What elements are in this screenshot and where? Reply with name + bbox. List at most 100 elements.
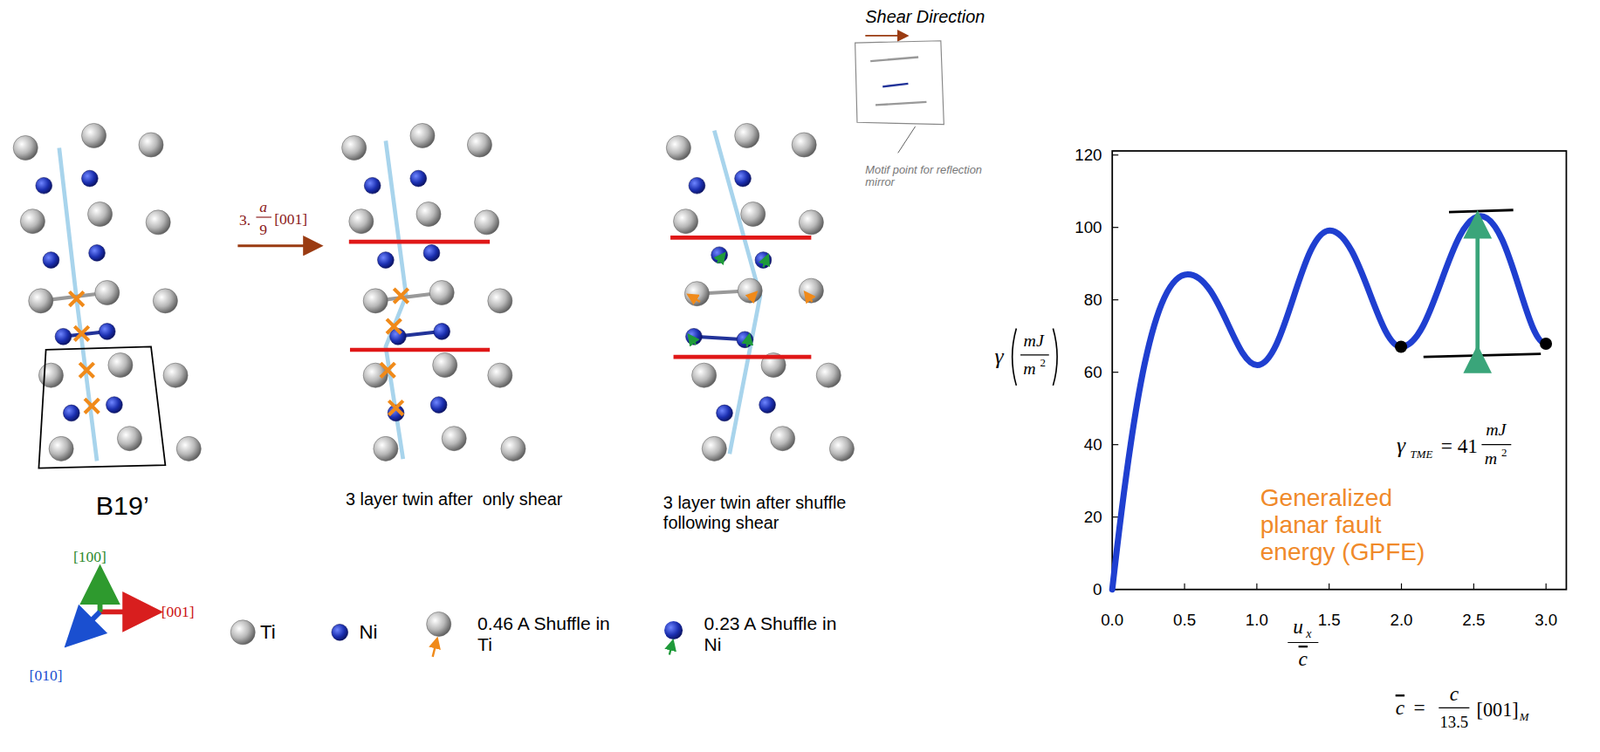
ti-atom (426, 611, 452, 637)
axis-direction: [100] (73, 548, 107, 566)
ti-atom (684, 281, 709, 307)
tick-label: 40 (1084, 435, 1103, 454)
ti-atom (410, 123, 435, 148)
annotation: TME (1410, 447, 1434, 461)
motif-cross (74, 326, 89, 341)
shuffle-arrow (762, 257, 768, 268)
ti-atom (108, 352, 133, 378)
ni-atom (664, 621, 683, 640)
ti-atom (82, 123, 107, 148)
ti-atom (349, 209, 374, 234)
equation: M (1519, 711, 1530, 724)
legend-text: Ti (260, 621, 276, 644)
legend-text: Ni (358, 621, 378, 644)
ti-atom (20, 209, 45, 234)
ti-atom (798, 210, 824, 235)
ti-atom (429, 280, 454, 305)
ti-atom (432, 352, 458, 378)
ni-atom (734, 170, 752, 187)
tick-label: 100 (1074, 218, 1102, 237)
ti-atom (487, 288, 513, 314)
equation: c (1449, 682, 1459, 706)
tick-label: 1.0 (1245, 611, 1269, 630)
y-tick (1112, 226, 1119, 228)
tick-label: 120 (1074, 145, 1102, 165)
annotation: 2 (1501, 446, 1507, 459)
shear-vector: 3. (239, 212, 251, 230)
ti-atom (673, 209, 699, 234)
motif-cross (68, 291, 83, 306)
tick-label: 20 (1084, 508, 1103, 527)
note: Motif point for reflection mirror (865, 163, 1009, 189)
ni-atom (736, 331, 754, 349)
x-tick (1183, 583, 1185, 591)
ti-atom (28, 288, 54, 314)
ti-atom (38, 363, 63, 388)
ni-atom (331, 624, 349, 641)
equation: c (1395, 696, 1405, 720)
x-tick (1328, 583, 1330, 591)
tick-label: 3.0 (1534, 611, 1558, 630)
ni-atom (377, 252, 395, 269)
y-tick (1112, 299, 1119, 301)
equation: 13.5 (1439, 713, 1469, 732)
ti-atom (741, 201, 766, 227)
shuffle-arrow (717, 254, 724, 263)
x-tick (1256, 583, 1257, 591)
axis-title: c (1298, 647, 1308, 671)
shear-vector: [001] (274, 211, 308, 229)
y-tick (1112, 444, 1119, 446)
ti-atom (13, 135, 38, 160)
axis-title: mJ (1023, 331, 1044, 351)
tick-label: 0 (1092, 580, 1102, 599)
motif-cross (393, 288, 408, 303)
motif-cross (388, 400, 403, 415)
tick-label: 2.0 (1390, 611, 1414, 630)
axis-title: γ (994, 344, 1003, 371)
ti-atom (441, 426, 467, 452)
ni-atom (54, 328, 72, 345)
ti-atom (791, 132, 817, 158)
legend-text: 0.23 A Shuffle in Ni (704, 614, 844, 656)
structure-name: B19’ (96, 492, 150, 522)
ti-atom (95, 280, 120, 305)
ni-atom (42, 252, 60, 269)
panel-caption: 3 layer twin after shuffle following she… (663, 494, 900, 533)
motif-cross (380, 363, 395, 378)
shuffle-arrow (748, 294, 756, 301)
ni-atom (82, 170, 99, 187)
tick-label: 0.0 (1100, 611, 1124, 630)
ti-atom (734, 123, 760, 148)
y-tick (1112, 371, 1119, 373)
tick-label: 0.5 (1173, 611, 1196, 630)
motif-cross (79, 363, 94, 378)
shuffle-arrow (747, 336, 749, 348)
ti-atom (816, 363, 841, 388)
ni-atom (433, 323, 451, 341)
axis-direction: [001] (161, 604, 195, 622)
ti-atom (145, 210, 171, 235)
ni-atom (430, 397, 447, 414)
ni-atom (688, 177, 706, 194)
annotation: γ (1396, 432, 1406, 459)
ti-atom (152, 288, 178, 314)
ni-atom (423, 245, 440, 262)
tick-label: 1.5 (1318, 611, 1341, 630)
legend-text: 0.46 A Shuffle in Ti (477, 614, 617, 656)
shear-vector: a (259, 198, 268, 216)
tick-label: 2.5 (1462, 611, 1485, 630)
ti-atom (363, 288, 388, 314)
ti-atom (466, 132, 492, 158)
ni-atom (363, 177, 381, 194)
shuffle-arrow (689, 295, 701, 303)
ti-atom (342, 135, 367, 160)
ti-atom (230, 620, 255, 646)
ni-atom (759, 397, 776, 414)
ti-atom (416, 201, 441, 227)
ti-atom (798, 278, 824, 303)
axis-title: 2 (1040, 356, 1046, 369)
annotation: = 41 (1441, 434, 1478, 458)
motif-cross (84, 398, 99, 413)
ni-atom (89, 245, 106, 262)
ti-atom (176, 436, 201, 461)
